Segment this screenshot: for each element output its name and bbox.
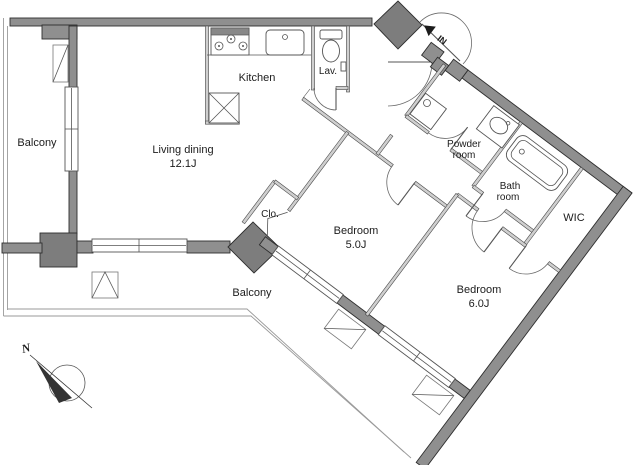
sink-icon [265, 29, 305, 56]
west-window [64, 86, 79, 172]
balcony-boundary-lines [3, 18, 412, 459]
kitchen-area [205, 25, 312, 125]
room-label-powder-1: Powder [447, 139, 482, 150]
bath-room-door [465, 193, 506, 222]
room-size-bedroom5: 5.0J [346, 239, 367, 251]
diagonal-wing [241, 41, 633, 465]
room-label-bedroom5: Bedroom [334, 225, 379, 237]
room-label-powder-2: room [453, 150, 476, 161]
room-label-bath-1: Bath [500, 181, 521, 192]
entry-arrow-icon [424, 25, 436, 37]
stove-icon [210, 27, 250, 56]
compass-north-label: N [19, 340, 33, 356]
washing-machine-icon [409, 92, 448, 131]
bedroom5-window [271, 245, 344, 305]
bedroom6-door [471, 209, 503, 253]
wic-door [508, 245, 549, 275]
room-label-wic: WIC [563, 212, 584, 224]
entry-pillar [373, 0, 423, 50]
closet-bifold-door [266, 211, 288, 240]
room-label-lavatory: Lav. [319, 66, 337, 77]
room-label-balcony-bottom: Balcony [232, 287, 272, 299]
balcony-partition-panel [52, 44, 69, 83]
room-size-living-dining: 12.1J [170, 158, 197, 170]
entrance-arrow: IN [424, 25, 449, 47]
room-label-bath-2: room [497, 192, 520, 203]
bedroom5-door [386, 165, 416, 206]
hall-living-door [302, 61, 433, 107]
compass-needle-icon [36, 361, 72, 403]
room-size-bedroom6: 6.0J [469, 298, 490, 310]
room-label-closet: Clo. [261, 209, 279, 220]
lavatory-area [311, 25, 350, 111]
room-label-bedroom6: Bedroom [457, 284, 502, 296]
bathtub-icon [505, 135, 569, 191]
ac-unit-bedroom5 [323, 308, 367, 350]
toilet-icon [319, 29, 343, 63]
powder-room-door [428, 126, 469, 150]
ac-unit-bedroom6 [411, 374, 455, 416]
room-label-living-dining: Living dining [152, 144, 213, 156]
room-label-kitchen: Kitchen [239, 72, 276, 84]
bedroom6-window [377, 325, 456, 389]
compass: N [19, 340, 93, 409]
room-label-balcony-left: Balcony [17, 137, 57, 149]
living-window [91, 238, 188, 253]
paper-holder-icon [340, 61, 347, 72]
refrigerator-space-icon [208, 92, 240, 124]
washbasin-icon [475, 104, 521, 149]
ac-unit-living-balcony [91, 271, 119, 299]
entrance-in-label: IN [435, 33, 448, 46]
